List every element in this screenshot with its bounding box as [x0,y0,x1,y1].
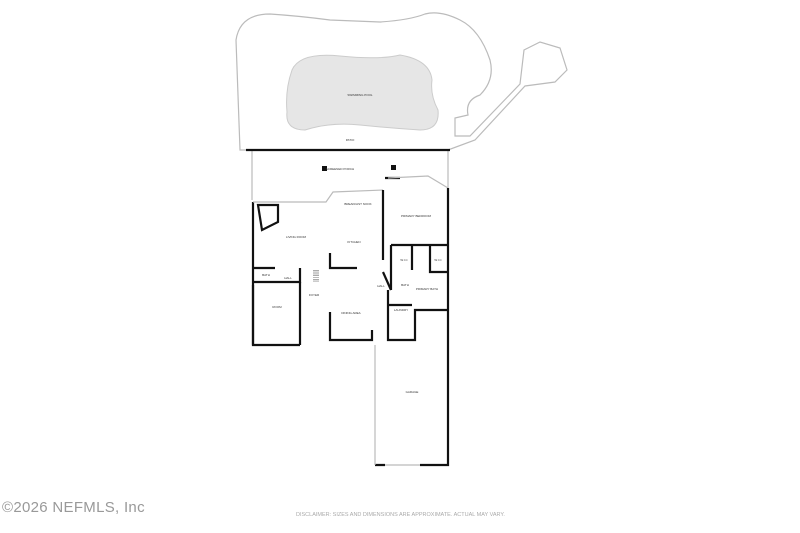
bath-label: BATH [401,283,409,287]
porch-outline [248,149,449,200]
dining-label: DINING AREA [341,311,360,315]
laundry-label: LAUNDRY [394,308,408,312]
wic-label: W.I.C [400,258,408,262]
house-walls [251,175,450,467]
patio-label: PATIO [346,138,355,142]
column [391,165,396,170]
kitchen-label: KITCHEN [347,240,360,244]
copyright-watermark: ©2026 NEFMLS, Inc [2,499,145,516]
porch-label: SCREENED PORCH [326,167,354,171]
garage-label: GARAGE [406,390,419,394]
patio-outline [235,12,568,151]
room-label: ROOM [272,305,282,309]
pool [286,54,439,131]
wic-label: W.I.C [434,258,442,262]
foyer-label: FOYER [309,293,320,297]
hall-label: HALL [377,284,385,288]
column [322,166,327,171]
primary-bath-label: PRIMARY BATH [416,287,438,291]
nook-label: BREAKFAST NOOK [344,202,371,206]
disclaimer: DISCLAIMER: SIZES AND DIMENSIONS ARE APP… [296,512,505,518]
pool-label: SWIMMING POOL [347,93,372,97]
primary-bedroom-label: PRIMARY BEDROOM [401,214,431,218]
living-label: LIVING ROOM [286,235,307,239]
bath-label: BATH [262,273,270,277]
hall-label: HALL [284,276,292,280]
